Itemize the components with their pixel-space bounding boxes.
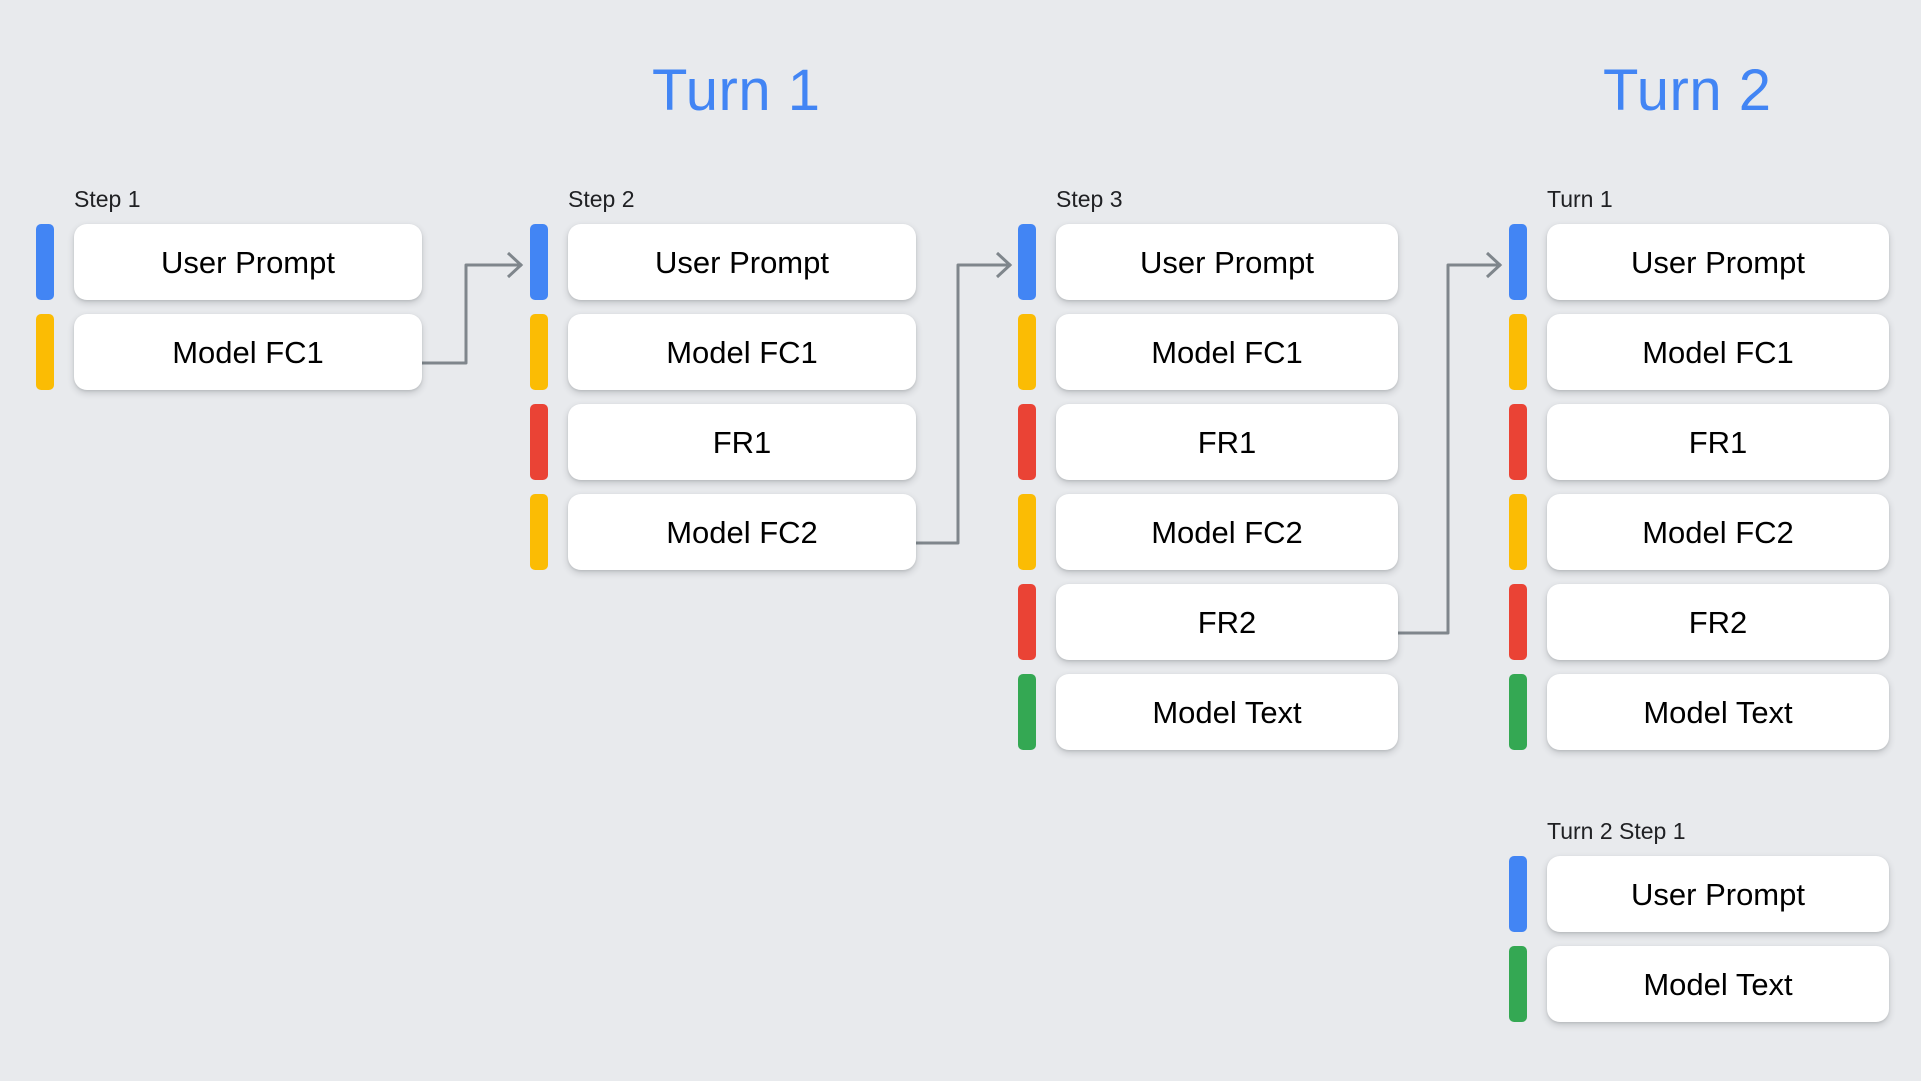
card-model-fc1[interactable]: Model FC1 <box>1547 314 1889 390</box>
card-label: Model FC2 <box>1642 514 1794 550</box>
card-label: Model FC1 <box>1151 334 1303 370</box>
card-model-fc2[interactable]: Model FC2 <box>568 494 916 570</box>
status-bar-blue <box>530 224 548 300</box>
status-bar-yellow <box>530 314 548 390</box>
card-label: User Prompt <box>1631 244 1805 280</box>
card-user-prompt[interactable]: User Prompt <box>74 224 422 300</box>
card-fr2[interactable]: FR2 <box>1056 584 1398 660</box>
card-user-prompt[interactable]: User Prompt <box>1547 224 1889 300</box>
status-bar-green <box>1509 674 1527 750</box>
card-label: Model FC1 <box>172 334 324 370</box>
card-label: Model Text <box>1152 694 1302 730</box>
status-bar-green <box>1509 946 1527 1022</box>
status-bar-red <box>1509 404 1527 480</box>
status-bar-blue <box>1509 224 1527 300</box>
status-bar-yellow <box>1509 494 1527 570</box>
column-label-turn-2-step-1: Turn 2 Step 1 <box>1547 818 1686 844</box>
card-label: FR1 <box>712 424 772 460</box>
card-label: Model FC2 <box>1151 514 1303 550</box>
card-label: FR2 <box>1197 604 1257 640</box>
card-user-prompt[interactable]: User Prompt <box>1056 224 1398 300</box>
status-bar-yellow <box>36 314 54 390</box>
status-bar-red <box>1018 404 1036 480</box>
status-bar-blue <box>36 224 54 300</box>
status-bar-red <box>530 404 548 480</box>
card-label: Model Text <box>1643 694 1793 730</box>
card-label: Model FC1 <box>1642 334 1794 370</box>
section-title-turn-1: Turn 1 <box>652 58 821 123</box>
card-label: Model FC1 <box>666 334 818 370</box>
card-model-text[interactable]: Model Text <box>1547 674 1889 750</box>
card-label: FR1 <box>1197 424 1257 460</box>
card-model-fc2[interactable]: Model FC2 <box>1547 494 1889 570</box>
status-bar-red <box>1509 584 1527 660</box>
card-model-fc1[interactable]: Model FC1 <box>568 314 916 390</box>
status-bar-blue <box>1018 224 1036 300</box>
card-label: FR2 <box>1688 604 1748 640</box>
card-label: Model Text <box>1643 966 1793 1002</box>
card-fr1[interactable]: FR1 <box>1547 404 1889 480</box>
card-model-fc2[interactable]: Model FC2 <box>1056 494 1398 570</box>
section-title-turn-2: Turn 2 <box>1603 58 1772 123</box>
card-model-fc1[interactable]: Model FC1 <box>1056 314 1398 390</box>
card-label: FR1 <box>1688 424 1748 460</box>
column-label-turn-1: Turn 1 <box>1547 186 1613 212</box>
card-model-fc1[interactable]: Model FC1 <box>74 314 422 390</box>
column-label-step-2: Step 2 <box>568 186 635 212</box>
status-bar-yellow <box>1509 314 1527 390</box>
status-bar-yellow <box>1018 494 1036 570</box>
card-fr1[interactable]: FR1 <box>1056 404 1398 480</box>
card-label: User Prompt <box>1631 876 1805 912</box>
card-label: User Prompt <box>161 244 335 280</box>
status-bar-yellow <box>530 494 548 570</box>
status-bar-green <box>1018 674 1036 750</box>
card-label: User Prompt <box>655 244 829 280</box>
card-user-prompt[interactable]: User Prompt <box>568 224 916 300</box>
card-label: Model FC2 <box>666 514 818 550</box>
card-fr2[interactable]: FR2 <box>1547 584 1889 660</box>
status-bar-yellow <box>1018 314 1036 390</box>
column-label-step-3: Step 3 <box>1056 186 1123 212</box>
card-label: User Prompt <box>1140 244 1314 280</box>
column-label-step-1: Step 1 <box>74 186 141 212</box>
card-fr1[interactable]: FR1 <box>568 404 916 480</box>
card-model-text[interactable]: Model Text <box>1547 946 1889 1022</box>
status-bar-red <box>1018 584 1036 660</box>
status-bar-blue <box>1509 856 1527 932</box>
card-user-prompt[interactable]: User Prompt <box>1547 856 1889 932</box>
card-model-text[interactable]: Model Text <box>1056 674 1398 750</box>
